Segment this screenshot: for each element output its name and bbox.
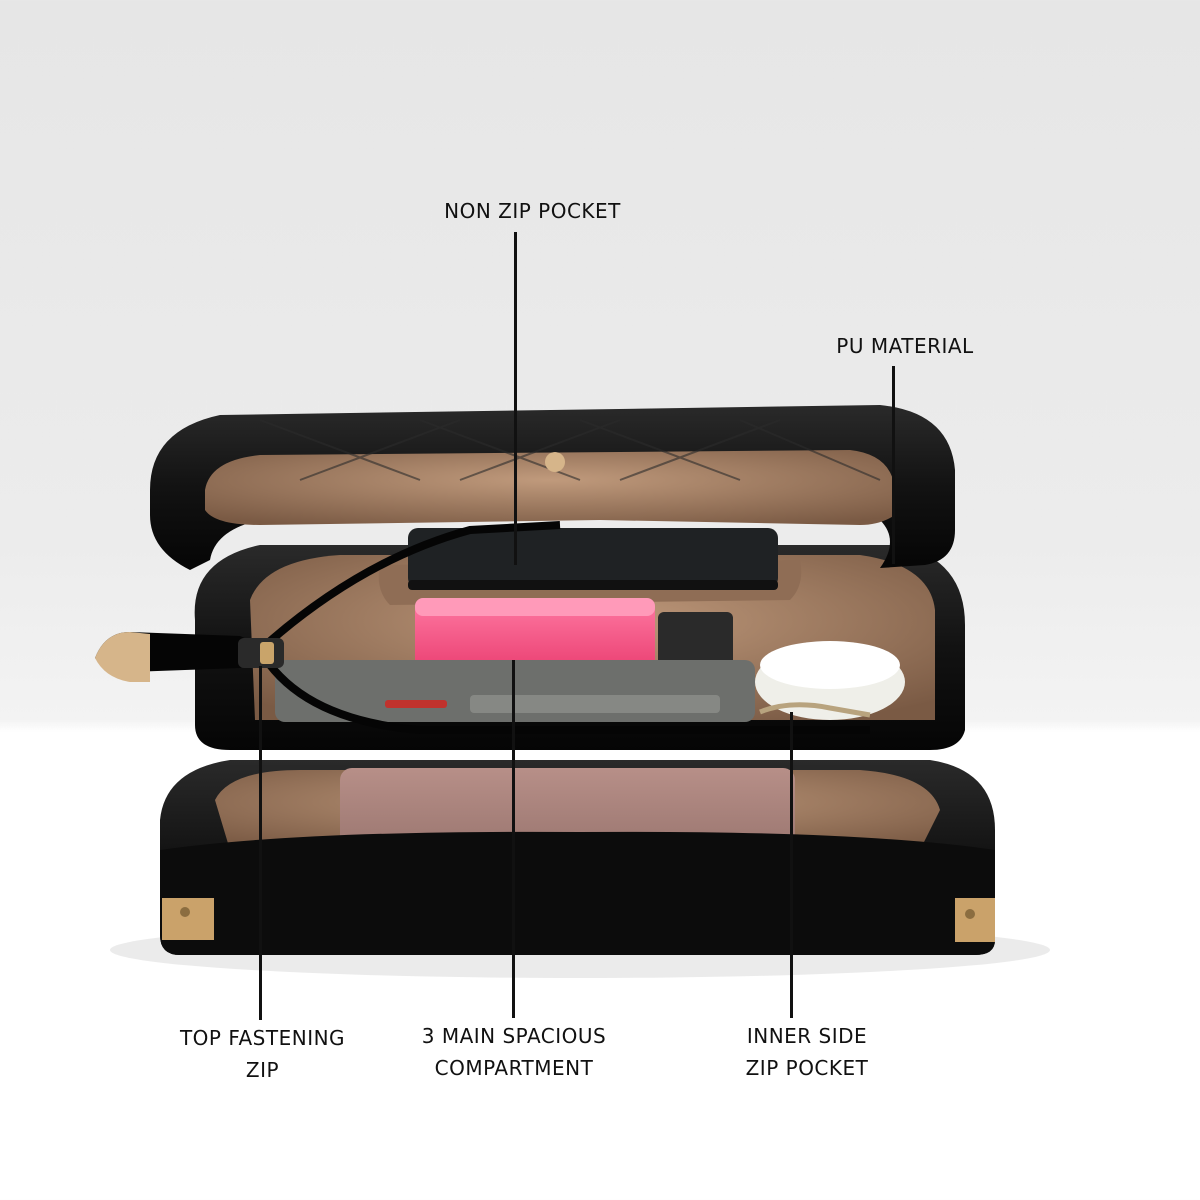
- label-text-line2: COMPARTMENT: [434, 1056, 594, 1080]
- label-non-zip-pocket: NON ZIP POCKET: [420, 195, 645, 227]
- quilt-stitching: [259, 419, 881, 481]
- label-text: PU MATERIAL: [836, 334, 974, 358]
- bag-front-panel: [160, 831, 995, 955]
- label-text-line2: ZIP POCKET: [745, 1056, 869, 1080]
- power-bank: [408, 528, 778, 588]
- snap-button: [545, 452, 565, 472]
- label-main-compartment: 3 MAIN SPACIOUS COMPARTMENT: [405, 1020, 623, 1084]
- leader-top-zip: [259, 666, 262, 1020]
- label-top-zip: TOP FASTENING ZIP: [165, 1022, 360, 1086]
- label-pu-material: PU MATERIAL: [820, 330, 990, 362]
- label-text-line2: ZIP: [245, 1058, 280, 1082]
- label-inner-pocket: INNER SIDE ZIP POCKET: [722, 1020, 892, 1084]
- leader-main-compartment: [512, 660, 515, 1018]
- corner-hardware-right: [955, 898, 995, 942]
- pink-case: [415, 598, 655, 678]
- zipper-tip: [95, 632, 150, 682]
- flap-lining: [205, 450, 895, 525]
- label-text: NON ZIP POCKET: [444, 199, 621, 223]
- leader-pu-material: [892, 366, 895, 564]
- zipper-track: [257, 521, 561, 653]
- label-text-line1: 3 MAIN SPACIOUS: [421, 1024, 607, 1048]
- corner-hardware-left: [162, 898, 214, 940]
- label-text-line1: INNER SIDE: [746, 1024, 868, 1048]
- leader-inner-pocket: [790, 712, 793, 1018]
- keychain: [759, 702, 871, 718]
- leader-non-zip-pocket: [514, 232, 517, 565]
- label-text-line1: TOP FASTENING: [179, 1026, 346, 1050]
